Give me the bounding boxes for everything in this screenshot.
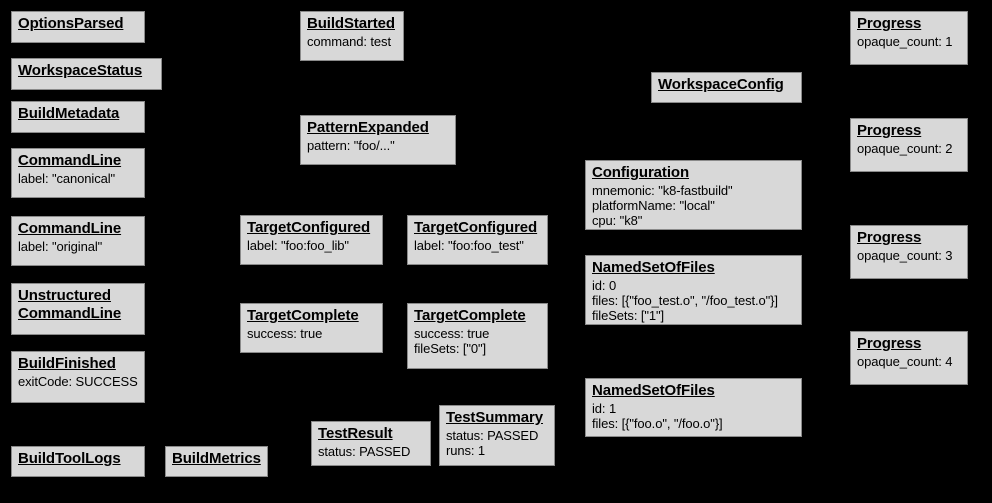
event-node-field: exitCode: SUCCESS [18,373,138,389]
event-node-title: TargetComplete [414,307,526,324]
event-node-field: platformName: "local" [592,198,715,214]
event-node-title: Progress [857,229,922,246]
event-node-title: TestResult [318,425,393,442]
event-node-field: command: test [307,33,391,49]
event-node-field: fileSets: ["0"] [414,341,487,357]
event-node-field: label: "foo:foo_test" [414,237,524,253]
event-node-title: BuildMetadata [18,105,120,122]
event-node-title: TargetComplete [247,307,359,324]
event-node-field: label: "canonical" [18,170,116,186]
event-node-field: files: [{"foo_test.o", "/foo_test.o"}] [592,293,778,309]
event-node-field: cpu: "k8" [592,213,643,229]
event-node-field: status: PASSED [318,443,411,459]
event-node-unstructured-command-line[interactable]: Unstructured CommandLine [11,283,145,335]
event-node-field: id: 0 [592,277,617,293]
event-node-title: PatternExpanded [307,119,429,136]
event-node-title: WorkspaceConfig [658,76,784,93]
event-node-title: Configuration [592,164,690,181]
event-node-title: TargetConfigured [414,219,538,236]
event-node-field: opaque_count: 1 [857,33,953,49]
event-node-title: OptionsParsed [18,15,124,32]
event-node-field: opaque_count: 3 [857,247,953,263]
event-node-field: status: PASSED [446,427,539,443]
event-node-field: mnemonic: "k8-fastbuild" [592,182,733,198]
event-node-title: Progress [857,335,922,352]
event-node-field: opaque_count: 2 [857,140,953,156]
event-node-title: BuildFinished [18,355,116,372]
event-node-title: BuildMetrics [172,450,261,467]
event-node-title: WorkspaceStatus [18,62,143,79]
event-node-workspace-status[interactable]: WorkspaceStatus [11,58,162,90]
event-node-title: TargetConfigured [247,219,371,236]
event-node-field: files: [{"foo.o", "/foo.o"}] [592,416,723,432]
event-node-workspace-config[interactable]: WorkspaceConfig [651,72,802,103]
event-node-title: CommandLine [18,152,122,169]
event-node-options-parsed[interactable]: OptionsParsed [11,11,145,43]
event-node-field: fileSets: ["1"] [592,308,665,324]
event-node-field: success: true [247,325,323,341]
event-node-build-metadata[interactable]: BuildMetadata [11,101,145,133]
event-node-title: TestSummary [446,409,543,426]
event-node-title: Unstructured CommandLine [18,287,122,322]
event-node-title: BuildStarted [307,15,395,32]
event-node-title: CommandLine [18,220,122,237]
event-node-field: opaque_count: 4 [857,353,953,369]
event-node-title: NamedSetOfFiles [592,382,715,399]
event-node-title: BuildToolLogs [18,450,121,467]
event-node-field: label: "foo:foo_lib" [247,237,349,253]
event-node-title: NamedSetOfFiles [592,259,715,276]
event-node-field: label: "original" [18,238,103,254]
event-node-field: id: 1 [592,400,617,416]
event-node-title: Progress [857,122,922,139]
event-node-build-metrics[interactable]: BuildMetrics [165,446,268,477]
event-node-field: runs: 1 [446,443,486,459]
event-node-field: pattern: "foo/..." [307,137,395,153]
event-node-build-tool-logs[interactable]: BuildToolLogs [11,446,145,477]
event-node-title: Progress [857,15,922,32]
event-node-field: success: true [414,325,490,341]
